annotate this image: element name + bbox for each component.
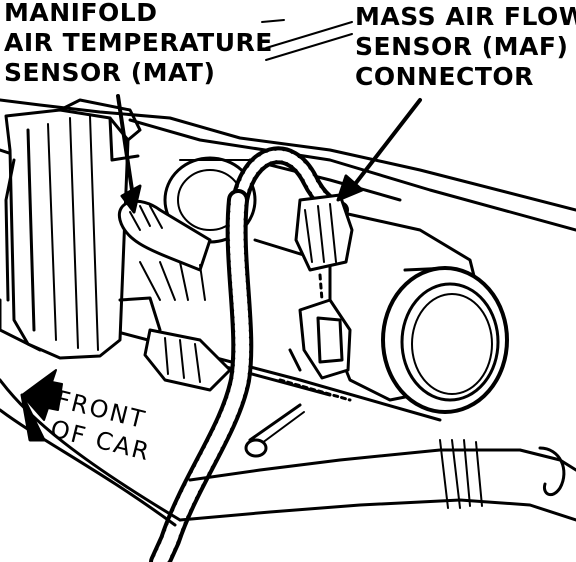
maf-callout-label: MASS AIR FLOW SENSOR (MAF) CONNECTOR (355, 2, 576, 92)
front-direction-arrow (20, 369, 63, 442)
mat-connector-plug (118, 296, 232, 392)
mat-callout-line-1: MANIFOLD (4, 0, 158, 27)
maf-pointer-arrow (336, 98, 422, 202)
maf-callout-line-2: SENSOR (MAF) (355, 32, 569, 61)
maf-callout-line-3: CONNECTOR (355, 62, 534, 91)
mat-callout-label: MANIFOLD AIR TEMPERATURE SENSOR (MAT) (4, 0, 273, 88)
mat-sensor (117, 199, 212, 301)
mat-callout-line-3: SENSOR (MAT) (4, 58, 216, 87)
wiring-harness (149, 146, 349, 562)
throttle-body-housing (4, 98, 142, 360)
mat-pointer-arrow (116, 94, 142, 214)
lower-air-hose (0, 378, 576, 527)
callout-hash-marks (261, 19, 353, 61)
mounting-bolt (244, 403, 305, 458)
maf-connector-socket (278, 298, 352, 402)
mat-callout-line-2: AIR TEMPERATURE (4, 28, 273, 57)
maf-callout-line-1: MASS AIR FLOW (355, 2, 576, 31)
maf-sensor-housing (328, 208, 509, 414)
